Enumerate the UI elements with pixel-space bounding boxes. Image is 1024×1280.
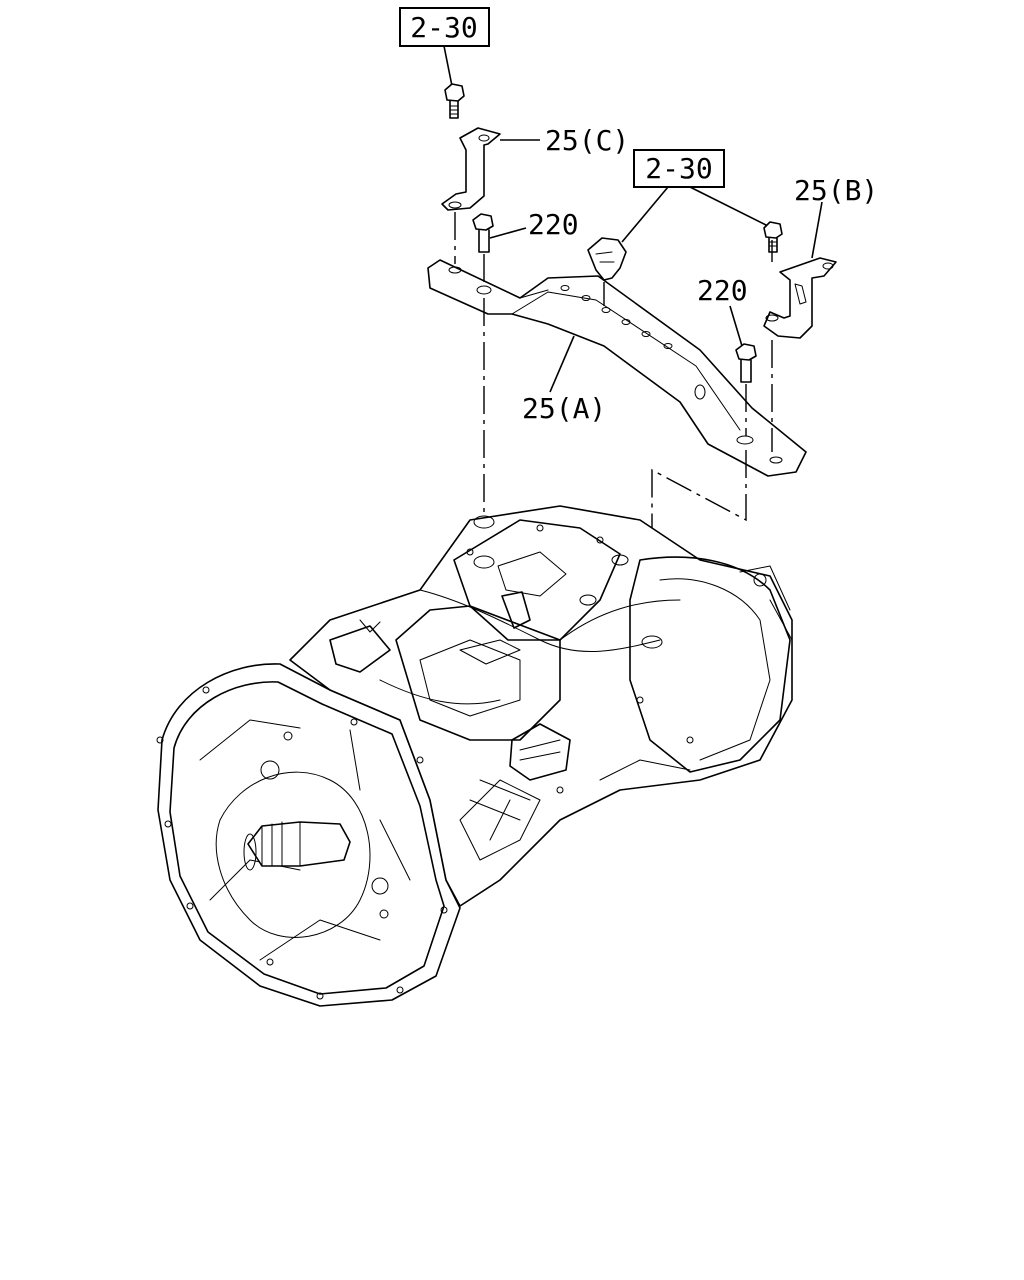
harness-clip — [587, 237, 627, 281]
bracket-c-label: 25(C) — [545, 124, 629, 157]
transmission-assembly — [156, 505, 793, 1007]
reference-box-top: 2-30 — [399, 7, 490, 47]
reference-label-mid: 2-30 — [645, 152, 712, 185]
bracket-25c — [441, 127, 501, 211]
crossmember-a-label: 25(A) — [522, 392, 606, 425]
bolt-220-right-label: 220 — [697, 274, 748, 307]
bolt-220-right — [735, 343, 757, 383]
bracket-b-label: 25(B) — [794, 174, 878, 207]
alignment-lines — [454, 212, 773, 640]
bolt-220-left — [472, 213, 494, 253]
crossmember-25a — [427, 259, 807, 477]
flange-bolt-right — [763, 221, 783, 253]
bolt-220-left-label: 220 — [528, 208, 579, 241]
reference-box-mid: 2-30 — [633, 149, 725, 188]
flange-bolt-top-left — [444, 83, 465, 119]
reference-label-top: 2-30 — [410, 11, 477, 44]
bracket-25b — [763, 257, 837, 339]
